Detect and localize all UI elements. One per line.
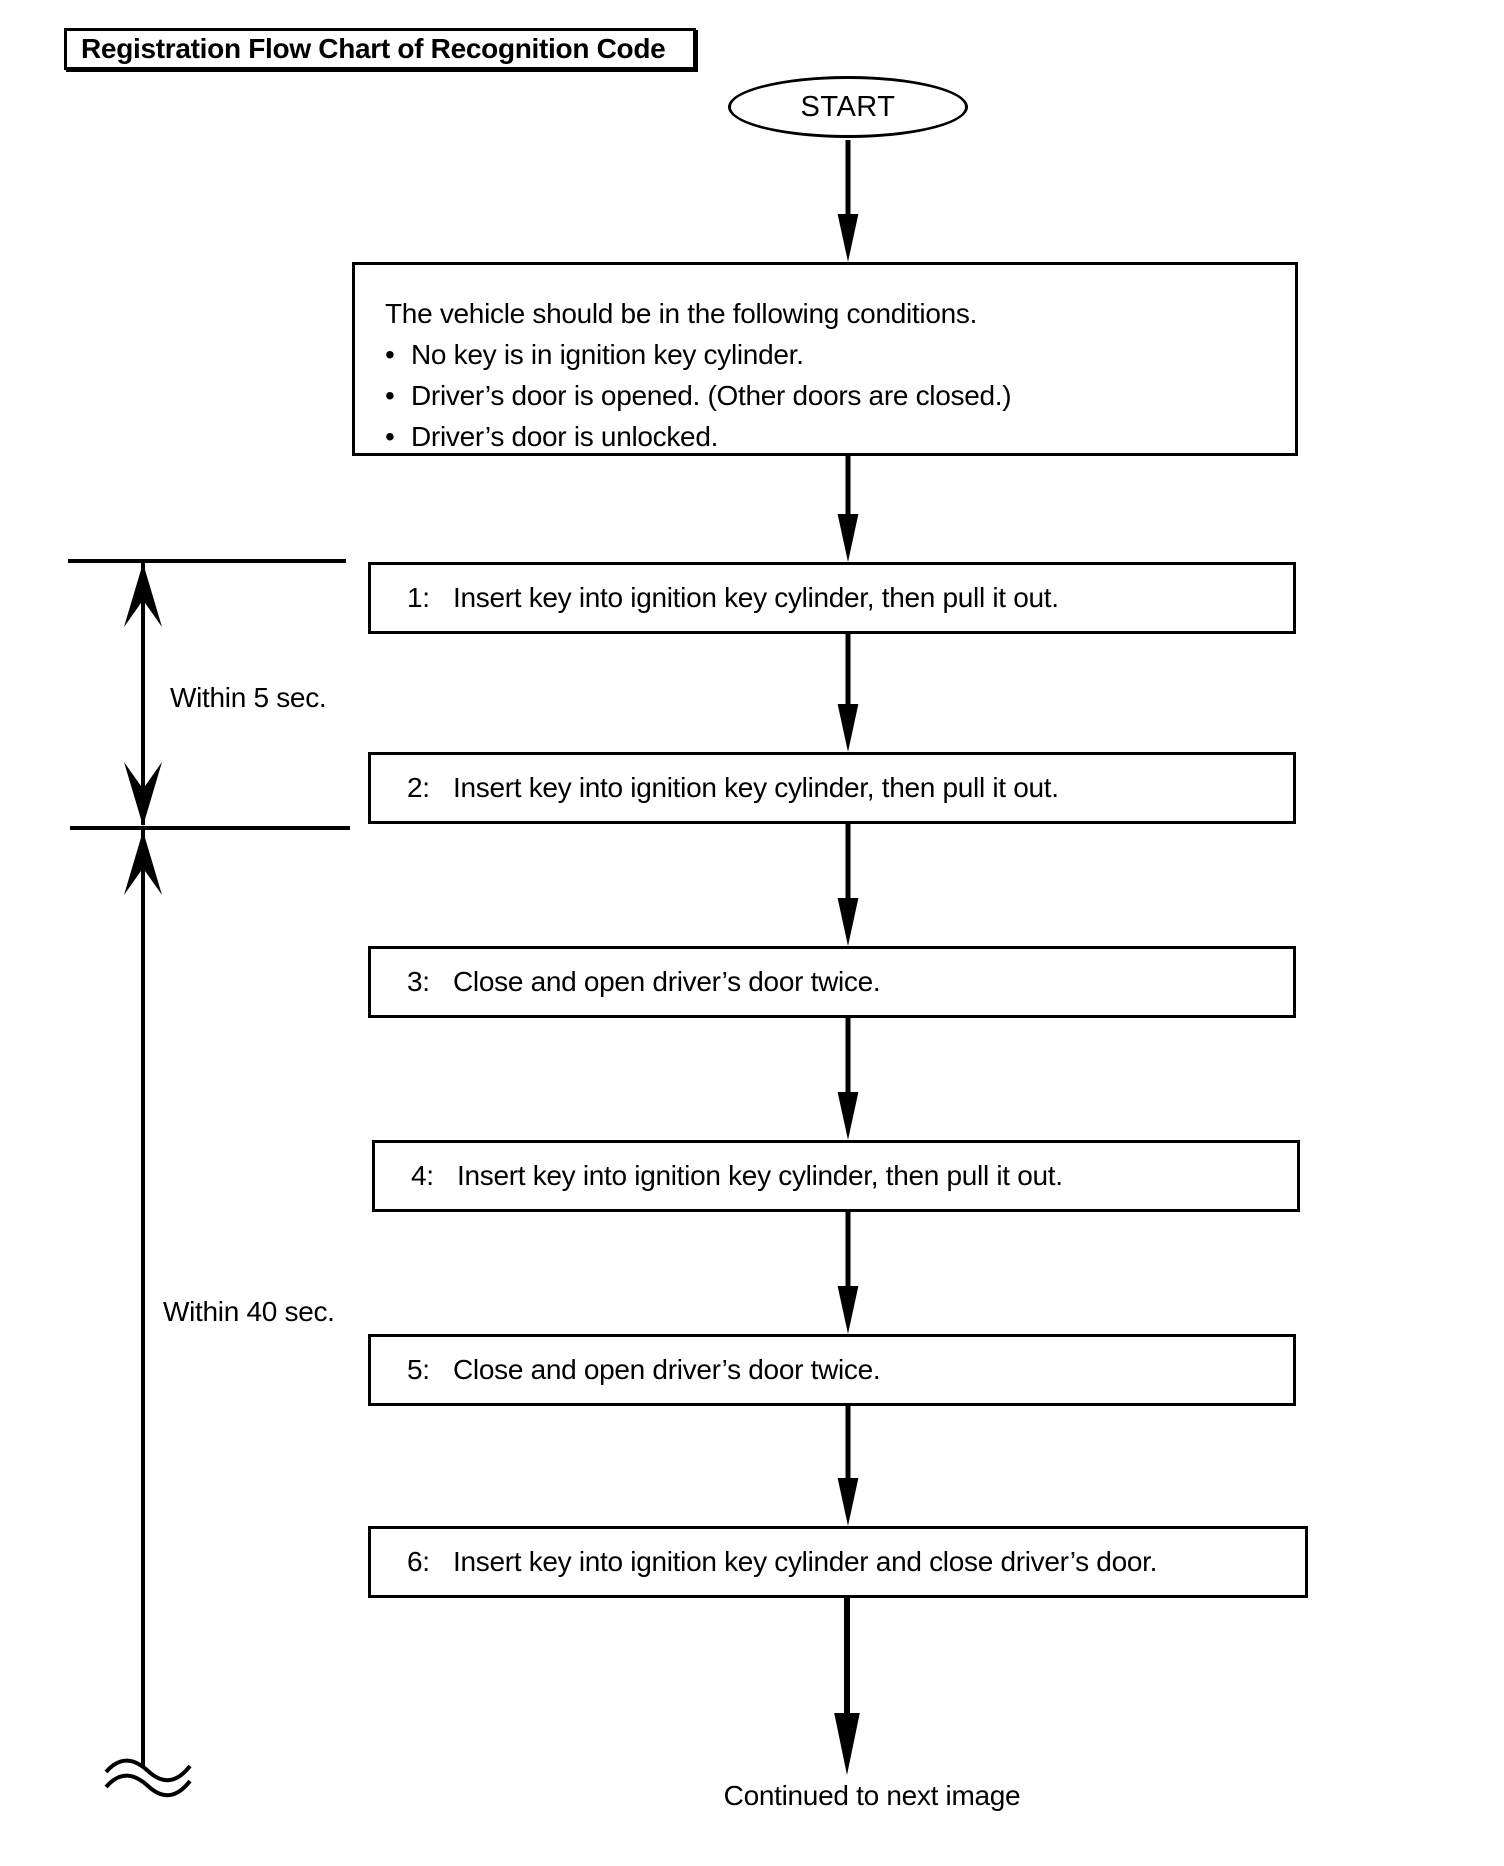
- flow-arrow-step5-to-step6: [831, 1406, 865, 1526]
- step-box-3: 3: Close and open driver’s door twice.: [368, 946, 1296, 1018]
- bracket-line-top: [68, 559, 346, 563]
- step-box-6: 6: Insert key into ignition key cylinder…: [368, 1526, 1308, 1598]
- arrow-down-icon: [837, 1286, 859, 1334]
- arrow-shaft: [845, 1406, 851, 1486]
- step-box-2: 2: Insert key into ignition key cylinder…: [368, 752, 1296, 824]
- timer-5sec-label: Within 5 sec.: [170, 682, 327, 713]
- step-box-4: 4: Insert key into ignition key cylinder…: [372, 1140, 1300, 1212]
- arrow-down-icon: [837, 898, 859, 946]
- step-label: Insert key into ignition key cylinder, t…: [453, 772, 1059, 803]
- step-box-5: 5: Close and open driver’s door twice.: [368, 1334, 1296, 1406]
- timer-40sec-label: Within 40 sec.: [163, 1296, 335, 1327]
- condition-bullet-1-text: No key is in ignition key cylinder.: [411, 339, 804, 370]
- start-node: START: [728, 76, 968, 138]
- condition-bullet-1: • No key is in ignition key cylinder.: [385, 334, 1275, 375]
- arrow-down-icon: [837, 214, 859, 262]
- condition-bullet-2-text: Driver’s door is opened. (Other doors ar…: [411, 380, 1012, 411]
- bracket-line-middle: [70, 826, 350, 830]
- step-number: 4:: [411, 1160, 434, 1191]
- bullet-icon: •: [385, 339, 395, 370]
- condition-bullet-2: • Driver’s door is opened. (Other doors a…: [385, 375, 1275, 416]
- step-number: 3:: [407, 966, 430, 997]
- flow-arrow-step2-to-step3: [831, 824, 865, 946]
- step-box-1: 1: Insert key into ignition key cylinder…: [368, 562, 1296, 634]
- arrow-shaft: [845, 456, 851, 522]
- arrow-down-icon: [837, 514, 859, 562]
- arrow-shaft: [845, 1212, 851, 1294]
- chart-title-text: Registration Flow Chart of Recognition C…: [81, 33, 666, 64]
- step-label: Insert key into ignition key cylinder an…: [453, 1546, 1158, 1577]
- flow-arrow-step3-to-step4: [831, 1018, 865, 1140]
- conditions-box: The vehicle should be in the following c…: [352, 262, 1298, 456]
- arrow-down-icon: [837, 1092, 859, 1140]
- step-number: 5:: [407, 1354, 430, 1385]
- step-label: Insert key into ignition key cylinder, t…: [453, 582, 1059, 613]
- arrow-down-icon: [834, 1713, 860, 1775]
- step-number: 6:: [407, 1546, 430, 1577]
- arrow-down-icon: [837, 704, 859, 752]
- bullet-icon: •: [385, 380, 395, 411]
- chart-title: Registration Flow Chart of Recognition C…: [64, 28, 696, 70]
- arrow-shaft: [845, 824, 851, 906]
- step-number: 2:: [407, 772, 430, 803]
- step-number: 1:: [407, 582, 430, 613]
- arrow-shaft: [844, 1598, 850, 1723]
- continuation-note: Continued to next image: [723, 1780, 1021, 1811]
- flow-arrow-step4-to-step5: [831, 1212, 865, 1334]
- condition-bullet-3: • Driver’s door is unlocked.: [385, 416, 1275, 457]
- step-label: Insert key into ignition key cylinder, t…: [457, 1160, 1063, 1191]
- step-label: Close and open driver’s door twice.: [453, 1354, 881, 1385]
- break-squiggle-icon: [104, 1758, 192, 1798]
- flow-arrow-conditions-to-step1: [831, 456, 865, 562]
- timer-5sec-arrow-shaft: [141, 563, 145, 825]
- arrow-shaft: [845, 140, 851, 222]
- flow-arrow-step1-to-step2: [831, 634, 865, 752]
- condition-bullet-3-text: Driver’s door is unlocked.: [411, 421, 719, 452]
- arrow-down-icon: [837, 1478, 859, 1526]
- conditions-intro: The vehicle should be in the following c…: [385, 298, 978, 329]
- start-label: START: [800, 90, 896, 123]
- flow-arrow-step6-to-continuation: [830, 1598, 864, 1775]
- bullet-icon: •: [385, 421, 395, 452]
- timer-40sec-arrow-shaft: [141, 830, 145, 1768]
- arrow-shaft: [845, 1018, 851, 1100]
- flow-arrow-start-to-conditions: [831, 140, 865, 262]
- arrow-shaft: [845, 634, 851, 712]
- step-label: Close and open driver’s door twice.: [453, 966, 881, 997]
